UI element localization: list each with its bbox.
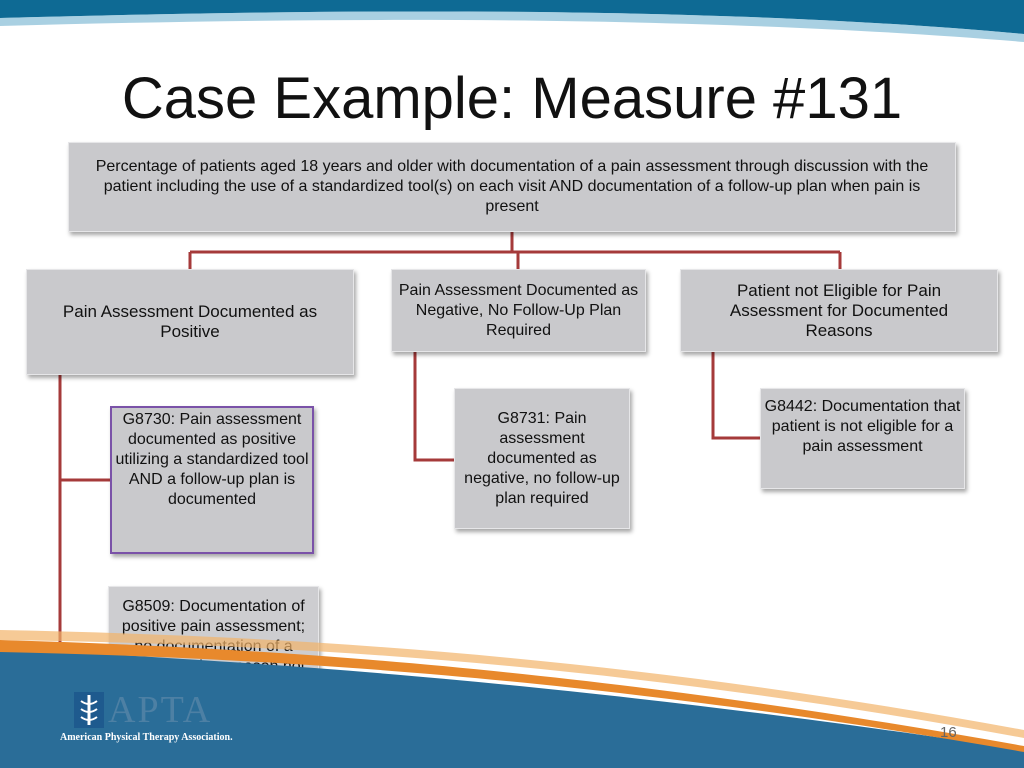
code-box-g8731: G8731: Pain assessment documented as neg… <box>454 388 630 529</box>
page-number: 16 <box>940 724 957 741</box>
slide-title: Case Example: Measure #131 <box>121 66 903 131</box>
branch-box-negative: Pain Assessment Documented as Negative, … <box>391 269 646 352</box>
code-box-g8730: G8730: Pain assessment documented as pos… <box>110 406 314 554</box>
root-measure-box: Percentage of patients aged 18 years and… <box>68 142 956 232</box>
logo-initials: APTA <box>108 689 213 731</box>
connector-branch-2-child-1 <box>413 352 455 462</box>
connector-branch-3-child-1 <box>711 352 762 440</box>
branch-box-positive: Pain Assessment Documented as Positive <box>26 269 354 375</box>
branch-box-not-eligible: Patient not Eligible for Pain Assessment… <box>680 269 998 352</box>
apta-caduceus-icon <box>74 692 104 728</box>
bottom-swoosh <box>0 630 1024 768</box>
code-box-g8442: G8442: Documentation that patient is not… <box>760 388 965 489</box>
logo-caption: American Physical Therapy Association. <box>60 732 233 743</box>
top-banner <box>0 0 1024 42</box>
